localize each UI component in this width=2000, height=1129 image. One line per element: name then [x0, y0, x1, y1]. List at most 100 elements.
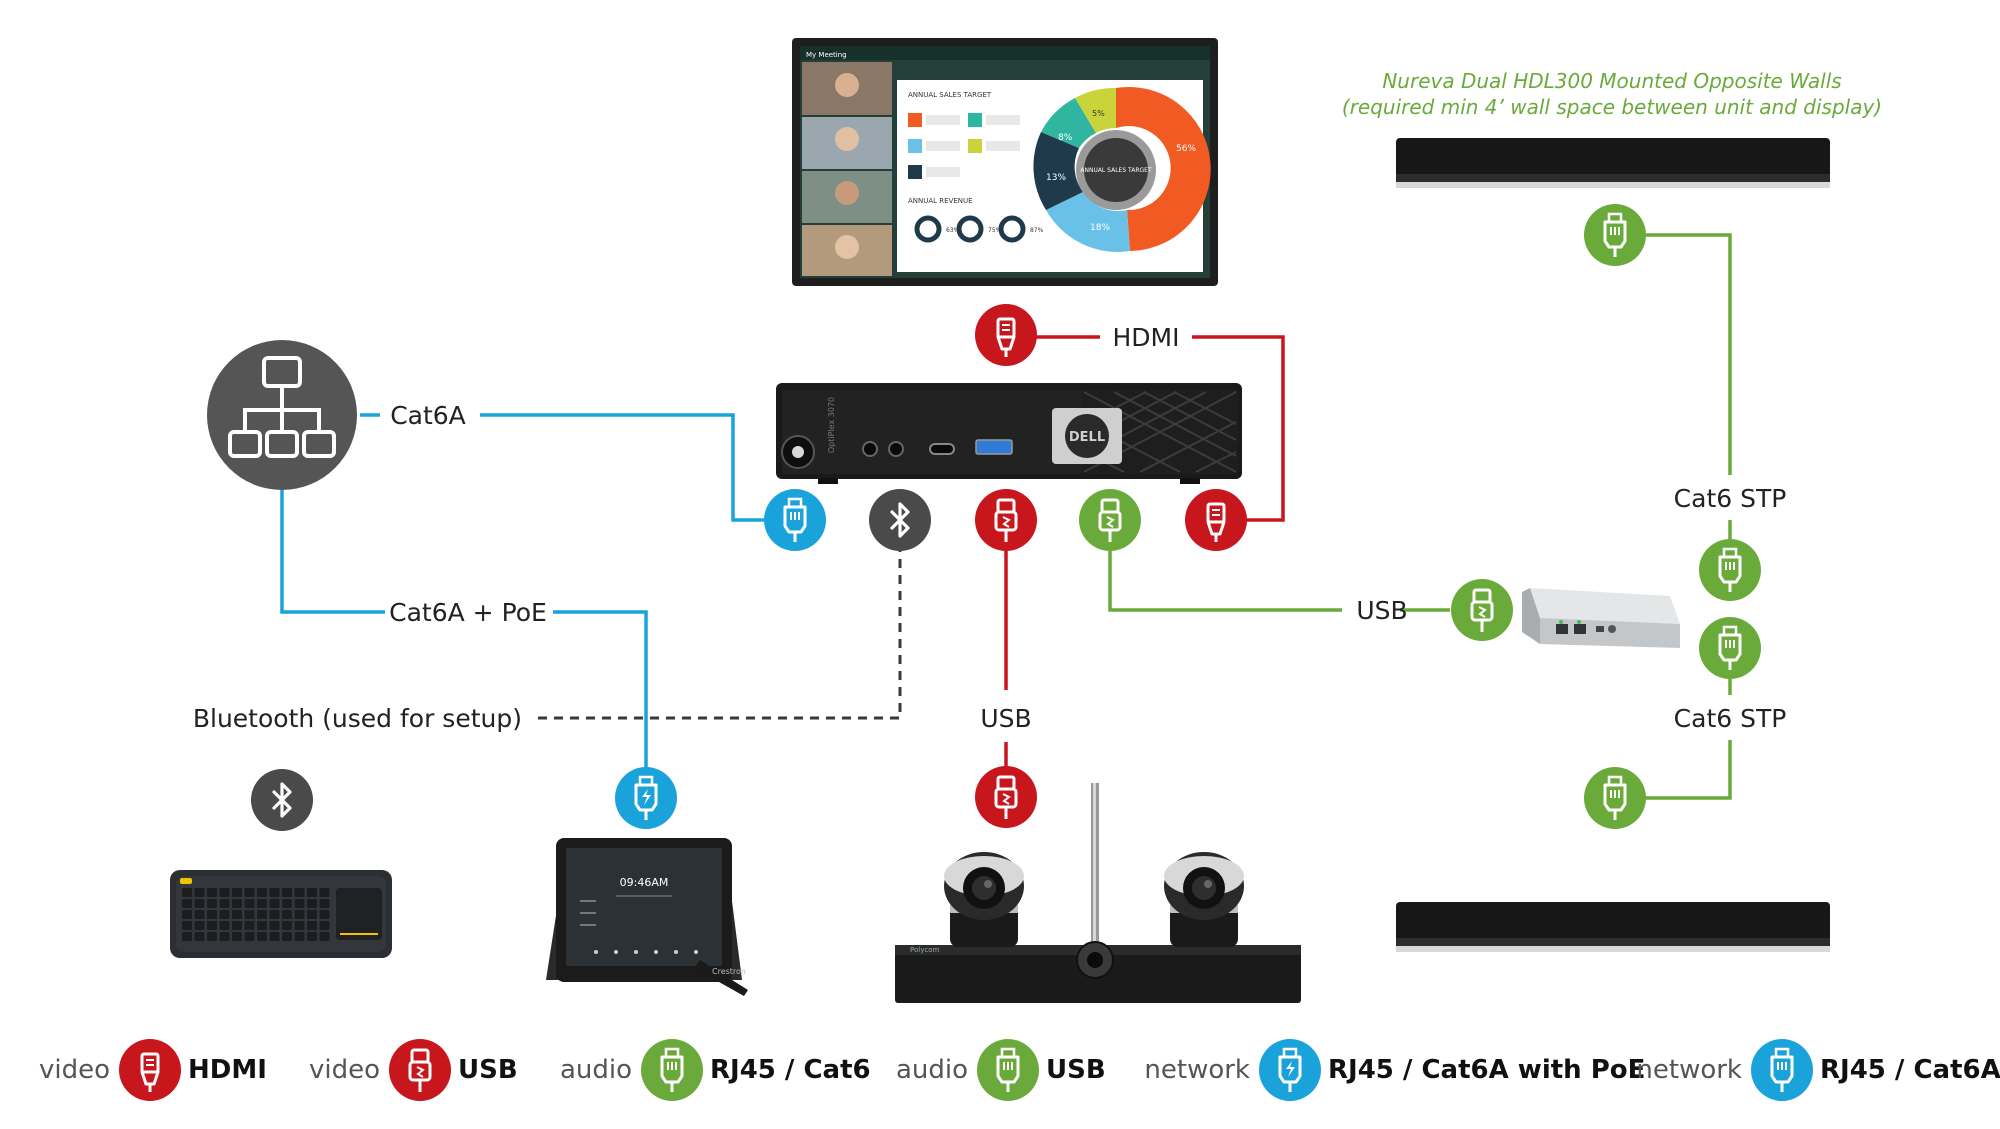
keyboard-key	[207, 888, 217, 897]
mini-pc: DELL OptiPlex 3070	[776, 383, 1242, 484]
keyboard-key	[282, 888, 292, 897]
camera-brand: Polycom	[910, 946, 939, 954]
keyboard-key	[319, 910, 330, 919]
keyboard-key	[282, 899, 292, 908]
legend-label: RJ45 / Cat6	[710, 1055, 871, 1085]
keyboard-key	[219, 932, 230, 941]
keyboard-key	[244, 921, 255, 930]
cable-usb-audio	[1108, 545, 1342, 612]
mini-stat-2: 75%	[988, 227, 1002, 234]
label-cat6-stp-top: Cat6 STP	[1674, 484, 1787, 513]
keyboard-key	[294, 899, 305, 908]
cable-cat6a	[480, 413, 765, 522]
soundbar-top	[1396, 138, 1830, 188]
keyboard-key	[194, 899, 205, 908]
keyboard-key	[194, 932, 205, 941]
badge-rj45-soundbar-top	[1584, 204, 1646, 266]
keyboard-key	[194, 910, 205, 919]
keyboard-key	[182, 910, 192, 919]
keyboard-key	[182, 899, 192, 908]
revenue-title: ANNUAL REVENUE	[908, 197, 973, 205]
keyboard-key	[244, 888, 255, 897]
keyboard-key	[219, 921, 230, 930]
label-hdmi: HDMI	[1113, 323, 1180, 352]
label-cat6-stp-bottom: Cat6 STP	[1674, 704, 1787, 733]
power-button	[792, 446, 804, 458]
legend-category: audio	[560, 1055, 632, 1085]
keyboard-key	[257, 932, 267, 941]
keyboard-key	[232, 921, 242, 930]
note-line-2: (required min 4’ wall space between unit…	[1342, 95, 1882, 119]
keyboard-key	[307, 910, 317, 919]
donut-chart: ANNUAL SALES TARGET 56% 18% 13% 8% 5%	[1033, 87, 1211, 252]
keyboard-key	[294, 932, 305, 941]
keyboard-key	[269, 921, 280, 930]
mini-stat-1: 63%	[946, 227, 960, 234]
keyboard-key	[269, 899, 280, 908]
slice-label-4: 8%	[1058, 133, 1073, 143]
legend-item-network-poe: network RJ45 / Cat6A with PoE	[1144, 1039, 1645, 1101]
badge-usb-module	[1451, 579, 1513, 641]
keyboard-key	[232, 899, 242, 908]
legend-category: video	[309, 1055, 380, 1085]
slice-label-2: 18%	[1090, 223, 1110, 233]
legend-item-network-rj45: network RJ45 / Cat6A	[1636, 1039, 2000, 1101]
slice-label-3: 13%	[1046, 173, 1066, 183]
badge-usb-pc-audio	[1079, 489, 1141, 551]
panel-brand: Crestron	[712, 967, 746, 976]
keyboard-key	[282, 921, 292, 930]
keyboard-key	[257, 921, 267, 930]
keyboard-key	[294, 921, 305, 930]
keyboard-key	[244, 932, 255, 941]
keyboard-key	[232, 932, 242, 941]
touch-panel: 09:46AM Crestron	[546, 838, 748, 996]
cable-cat6-stp-top	[1640, 233, 1732, 475]
legend-label: USB	[1046, 1055, 1106, 1085]
legend-item-audio-rj45: audio RJ45 / Cat6	[560, 1039, 871, 1101]
badge-rj45-soundbar-bottom	[1584, 767, 1646, 829]
keyboard-key	[244, 910, 255, 919]
keyboard-key	[269, 932, 280, 941]
keyboard-key	[282, 910, 292, 919]
badge-usb-camera	[975, 766, 1037, 828]
legend: video HDMI video USB audio RJ45 / Cat6 a…	[39, 1039, 2000, 1101]
wireless-keyboard	[170, 870, 392, 958]
audio-connect-module	[1522, 588, 1680, 648]
label-usb-camera: USB	[980, 704, 1031, 733]
keyboard-key	[307, 899, 317, 908]
display-screen: My Meeting ANNUAL SALES TARGET ANNUAL RE…	[792, 38, 1218, 286]
slice-label-5: 5%	[1092, 109, 1105, 118]
panel-title: ANNUAL SALES TARGET	[908, 91, 992, 99]
camera-bar: Polycom	[895, 783, 1301, 1003]
label-cat6a: Cat6A	[390, 401, 466, 430]
keyboard-key	[207, 910, 217, 919]
legend-category: audio	[896, 1055, 968, 1085]
meeting-title: My Meeting	[806, 51, 847, 59]
keyboard-key	[182, 921, 192, 930]
badge-hdmi-pc	[1185, 489, 1247, 551]
keyboard-key	[257, 899, 267, 908]
keyboard-key	[257, 888, 267, 897]
badge-bluetooth-keyboard	[251, 769, 313, 831]
keyboard-key	[194, 921, 205, 930]
keyboard-key	[282, 932, 292, 941]
legend-label: RJ45 / Cat6A	[1820, 1055, 2000, 1085]
keyboard-key	[232, 888, 242, 897]
cable-cat6a-poe-to-panel	[553, 610, 648, 770]
keyboard-key	[319, 921, 330, 930]
label-bluetooth: Bluetooth (used for setup)	[193, 704, 522, 733]
cable-hdmi-to-pc	[1192, 335, 1285, 522]
legend-item-video-hdmi: video HDMI	[39, 1039, 267, 1101]
legend-category: video	[39, 1055, 110, 1085]
cable-cat6a-poe	[280, 490, 385, 614]
badge-rj45-module-bottom	[1699, 617, 1761, 679]
label-usb-audio: USB	[1356, 596, 1407, 625]
keyboard-key	[307, 921, 317, 930]
keyboard-key	[194, 888, 205, 897]
note-line-1: Nureva Dual HDL300 Mounted Opposite Wall…	[1382, 69, 1841, 93]
keyboard-key	[244, 899, 255, 908]
keyboard-key	[307, 932, 317, 941]
panel-clock: 09:46AM	[620, 876, 669, 889]
donut-center-label: ANNUAL SALES TARGET	[1080, 167, 1152, 174]
cable-cat6-stp-bottom	[1640, 740, 1732, 800]
